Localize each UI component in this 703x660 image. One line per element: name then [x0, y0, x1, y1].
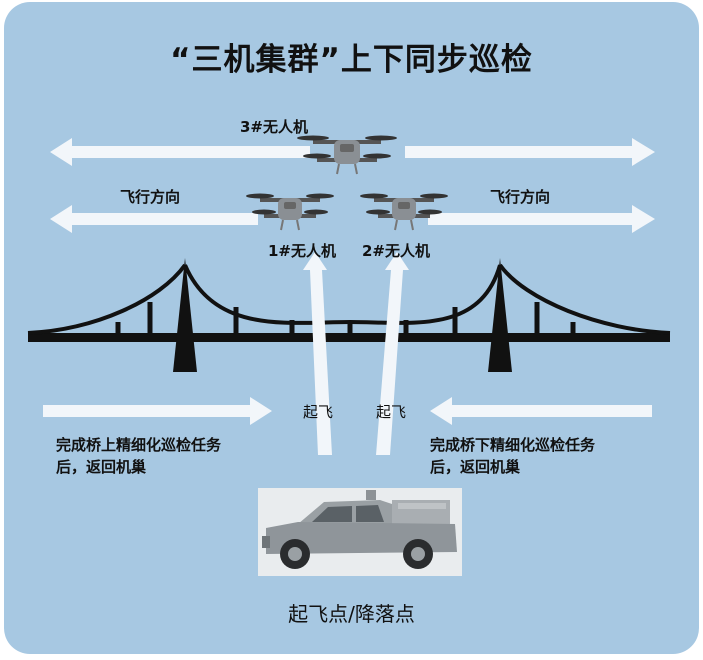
arrow-up-right	[376, 252, 409, 455]
flight-direction-left-label: 飞行方向	[120, 188, 181, 206]
page-title: “三机集群”上下同步巡检	[170, 42, 533, 78]
drone-1-icon	[246, 193, 334, 231]
arrow-return-left	[43, 397, 272, 425]
note-right: 完成桥下精细化巡检任务 后，返回机巢	[430, 434, 595, 478]
arrow-up-left	[303, 252, 332, 455]
drone-3-label: 3#无人机	[240, 118, 309, 136]
drone-1-label: 1#无人机	[268, 242, 337, 260]
takeoff-left-label: 起飞	[303, 403, 334, 421]
bridge	[27, 258, 671, 372]
flight-direction-right-label: 飞行方向	[490, 188, 551, 206]
drone-2-label: 2#无人机	[362, 242, 431, 260]
truck-image	[258, 488, 462, 576]
note-left-line-1: 完成桥上精细化巡检任务	[56, 436, 222, 454]
drone-2-icon	[360, 193, 448, 231]
note-right-line-1: 完成桥下精细化巡检任务	[430, 436, 596, 454]
arrow-right-mid	[428, 205, 655, 233]
note-left-line-2: 后，返回机巢	[56, 458, 147, 476]
base-label: 起飞点/降落点	[288, 602, 415, 626]
arrow-left-mid	[50, 205, 258, 233]
drone-3-icon	[297, 135, 397, 175]
arrow-left-top	[50, 138, 310, 166]
arrow-right-top	[405, 138, 655, 166]
note-right-line-2: 后，返回机巢	[430, 458, 521, 476]
takeoff-right-label: 起飞	[376, 403, 407, 421]
note-left: 完成桥上精细化巡检任务 后，返回机巢	[56, 434, 221, 478]
arrow-return-right	[430, 397, 652, 425]
